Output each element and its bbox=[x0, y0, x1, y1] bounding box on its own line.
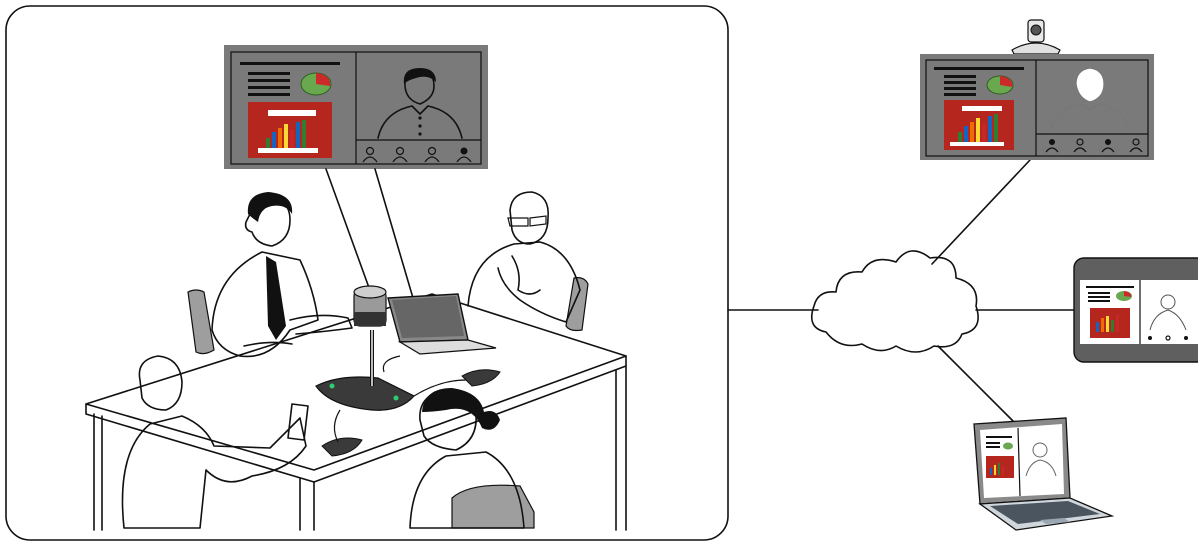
tablet-device bbox=[1074, 258, 1198, 362]
satellite-mic bbox=[462, 370, 500, 386]
chair bbox=[566, 278, 588, 331]
participant-man-tie bbox=[212, 192, 352, 356]
pie-chart-icon bbox=[301, 73, 331, 95]
conference-table bbox=[86, 294, 626, 530]
phone-cable bbox=[383, 356, 400, 372]
bar-chart-icon bbox=[248, 102, 332, 158]
connection-line bbox=[938, 346, 1016, 424]
callout-line bbox=[326, 169, 372, 296]
connection-line bbox=[932, 160, 1030, 264]
satellite-mic bbox=[322, 438, 362, 456]
participant-man-glasses bbox=[468, 192, 580, 322]
callout-line bbox=[375, 169, 413, 298]
remote-room-display bbox=[920, 20, 1154, 160]
remote-laptop bbox=[974, 418, 1112, 530]
camera-icon bbox=[1012, 20, 1060, 54]
chair bbox=[188, 290, 214, 354]
mic-cable bbox=[334, 410, 340, 442]
laptop-on-table bbox=[388, 294, 496, 354]
camera-icon bbox=[354, 286, 386, 326]
room-display bbox=[224, 45, 488, 169]
cloud-icon bbox=[812, 251, 978, 352]
